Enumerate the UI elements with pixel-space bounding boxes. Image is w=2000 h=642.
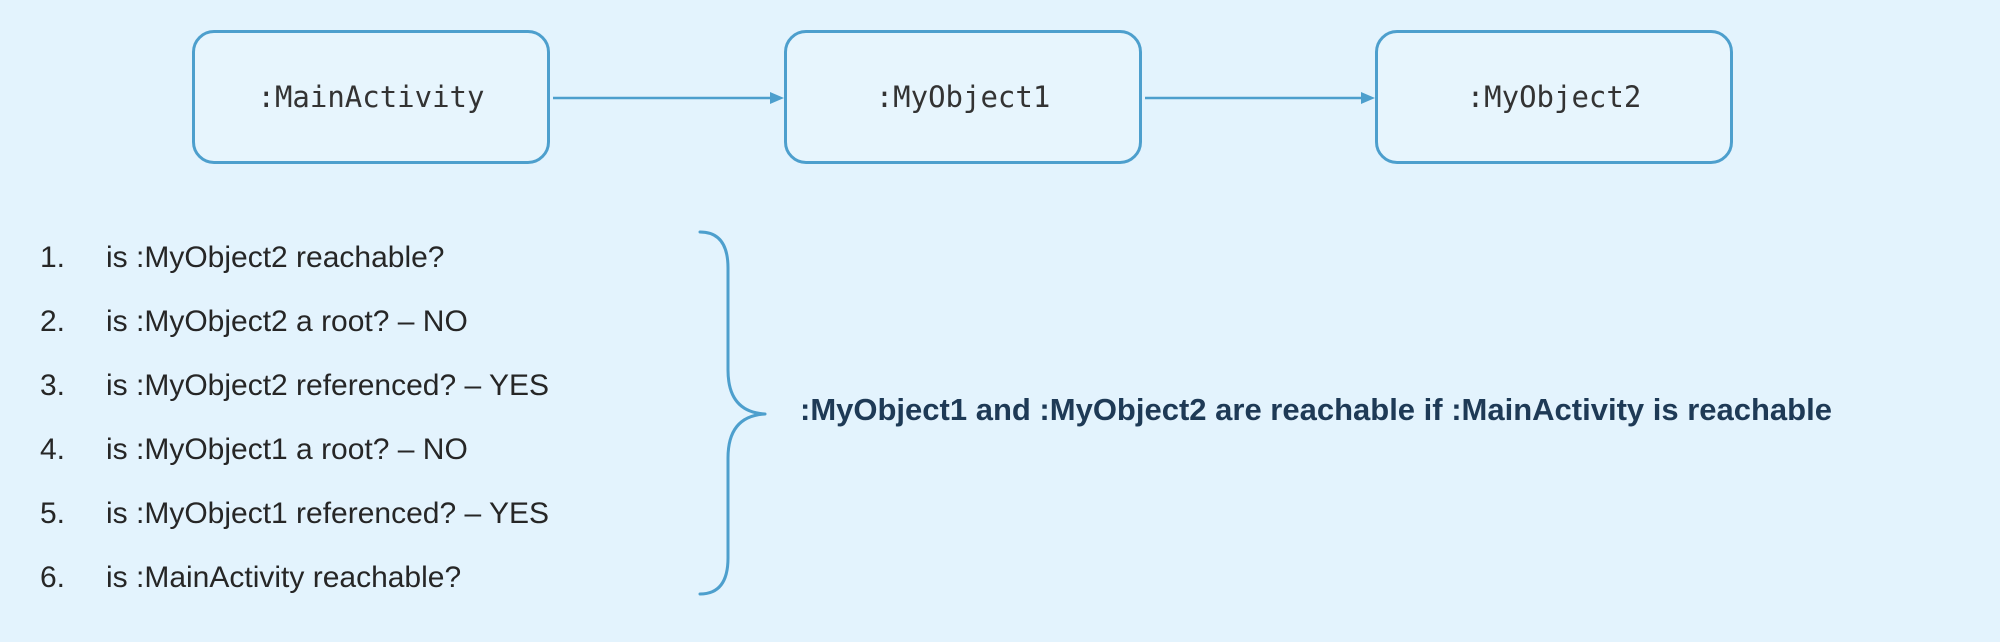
step-number: 1. [40,241,66,274]
step-number: 4. [40,433,66,466]
list-item: 6. is :MainActivity reachable? [40,546,549,610]
arrow-main-to-obj1 [553,92,784,104]
step-text: is :MyObject1 a root? – NO [106,433,468,466]
list-item: 3. is :MyObject2 referenced? – YES [40,354,549,418]
list-item: 4. is :MyObject1 a root? – NO [40,418,549,482]
node-main-activity: :MainActivity [192,30,550,164]
step-text: is :MyObject1 referenced? – YES [106,497,549,530]
list-item: 5. is :MyObject1 referenced? – YES [40,482,549,546]
step-text: is :MyObject2 a root? – NO [106,305,468,338]
step-text: is :MainActivity reachable? [106,561,462,594]
list-item: 1. is :MyObject2 reachable? [40,226,549,290]
node-my-object2-label: :MyObject2 [1466,80,1642,114]
conclusion-text: :MyObject1 and :MyObject2 are reachable … [800,392,1832,427]
node-my-object1: :MyObject1 [784,30,1142,164]
arrow-obj1-to-obj2 [1145,92,1375,104]
step-text: is :MyObject2 referenced? – YES [106,369,549,402]
step-number: 6. [40,561,66,594]
node-main-activity-label: :MainActivity [257,80,485,114]
list-item: 2. is :MyObject2 a root? – NO [40,290,549,354]
step-text: is :MyObject2 reachable? [106,241,445,274]
node-my-object2: :MyObject2 [1375,30,1733,164]
step-number: 2. [40,305,66,338]
curly-brace [698,230,767,596]
step-number: 3. [40,369,66,402]
step-number: 5. [40,497,66,530]
node-my-object1-label: :MyObject1 [875,80,1051,114]
reachability-steps-list: 1. is :MyObject2 reachable? 2. is :MyObj… [40,226,549,610]
